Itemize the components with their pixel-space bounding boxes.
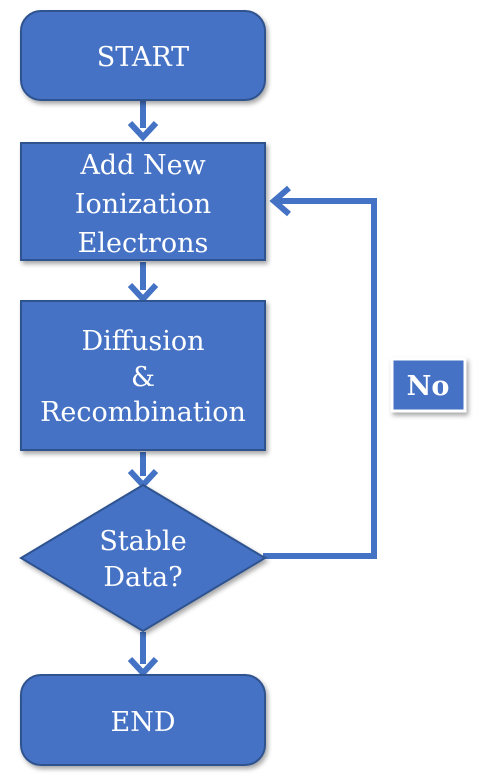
diffusion-line-1: Diffusion — [82, 326, 205, 357]
no-label: No — [407, 371, 450, 402]
no-label-box: No — [390, 357, 467, 413]
start-node: START — [20, 10, 266, 101]
end-label: END — [111, 707, 176, 738]
add-electrons-line-2: Ionization — [75, 189, 211, 220]
end-node: END — [20, 674, 266, 766]
arrow-diffusion-to-decision — [127, 452, 159, 490]
add-electrons-node: Add New Ionization Electrons — [20, 142, 266, 261]
diffusion-line-3: Recombination — [40, 397, 246, 428]
add-electrons-line-3: Electrons — [78, 228, 209, 259]
decision-line-2: Data? — [103, 562, 182, 593]
arrow-start-to-add — [127, 101, 159, 142]
start-label: START — [97, 42, 189, 73]
diffusion-node: Diffusion & Recombination — [20, 300, 266, 451]
arrow-add-to-diffusion — [127, 262, 159, 304]
diffusion-line-2: & — [131, 362, 155, 393]
arrow-decision-to-end — [127, 632, 159, 678]
decision-line-1: Stable — [99, 526, 186, 557]
add-electrons-line-1: Add New — [79, 150, 205, 181]
arrow-loop-no — [263, 185, 377, 559]
decision-node: Stable Data? — [19, 483, 267, 633]
